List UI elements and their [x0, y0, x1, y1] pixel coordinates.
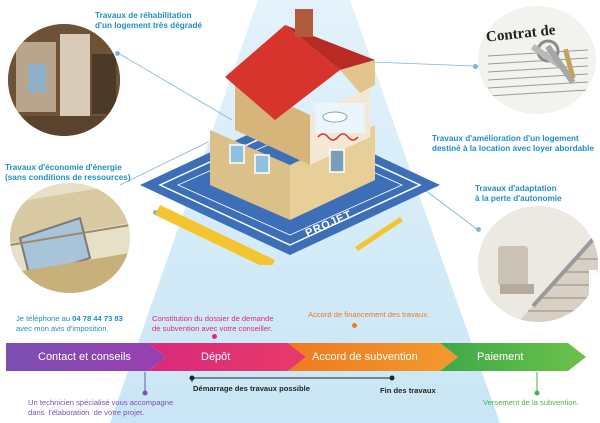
caption-energy: Travaux d'économie d'énergie (sans condi… — [5, 163, 131, 182]
phone-note-prefix: Je téléphone au — [16, 314, 71, 323]
phone-number[interactable]: 04 78 44 73 83 — [72, 314, 123, 323]
step-accord-label: Accord de subvention — [312, 351, 418, 363]
step-paiement-label: Paiement — [477, 351, 524, 363]
renovation-dot — [115, 51, 120, 56]
phone-note-line2: avec mon avis d'imposition. — [16, 324, 109, 333]
caption-rehabilitation: Travaux de réhabilitation d'un logement … — [95, 11, 203, 30]
step-depot-label: Dépôt — [201, 351, 231, 363]
step-depot-arrow — [148, 343, 306, 371]
step-paiement-arrow — [440, 343, 586, 371]
step-contact-label: Contact et conseils — [38, 351, 131, 363]
financement-note: Accord de financement des travaux. — [308, 310, 430, 319]
step-accord-arrow — [288, 343, 458, 371]
works-bracket — [142, 372, 540, 396]
versement-note: Versement de la subvention. — [483, 398, 579, 407]
phone-note: Je téléphone au 04 78 44 73 83 avec mon … — [16, 314, 166, 334]
insulation-photo — [10, 183, 130, 293]
renovation-photo — [8, 24, 120, 136]
credit-strip — [589, 270, 597, 410]
contract-photo: Contrat de — [478, 6, 596, 114]
caption-autonomy: Travaux d'adaptation à la perte d'autono… — [475, 184, 562, 203]
dossier-note: Constitution du dossier de demande de su… — [152, 314, 274, 333]
house-illustration — [140, 9, 440, 265]
step-contact-arrow — [6, 343, 166, 371]
contract-dot — [473, 64, 478, 69]
timeline — [6, 343, 586, 371]
stairlift-dot — [476, 227, 481, 232]
fin-note: Fin des travaux — [380, 386, 436, 395]
dossier-dot — [212, 334, 217, 339]
stairlift-photo — [478, 206, 598, 322]
technicien-note: Un technicien spécialisé vous accompagne… — [28, 398, 174, 417]
caption-rental: Travaux d'amélioration d'un logement des… — [432, 134, 594, 153]
insulation-dot — [153, 210, 158, 215]
demarrage-note: Démarrage des travaux possible — [193, 384, 310, 393]
financement-dot — [352, 323, 357, 328]
